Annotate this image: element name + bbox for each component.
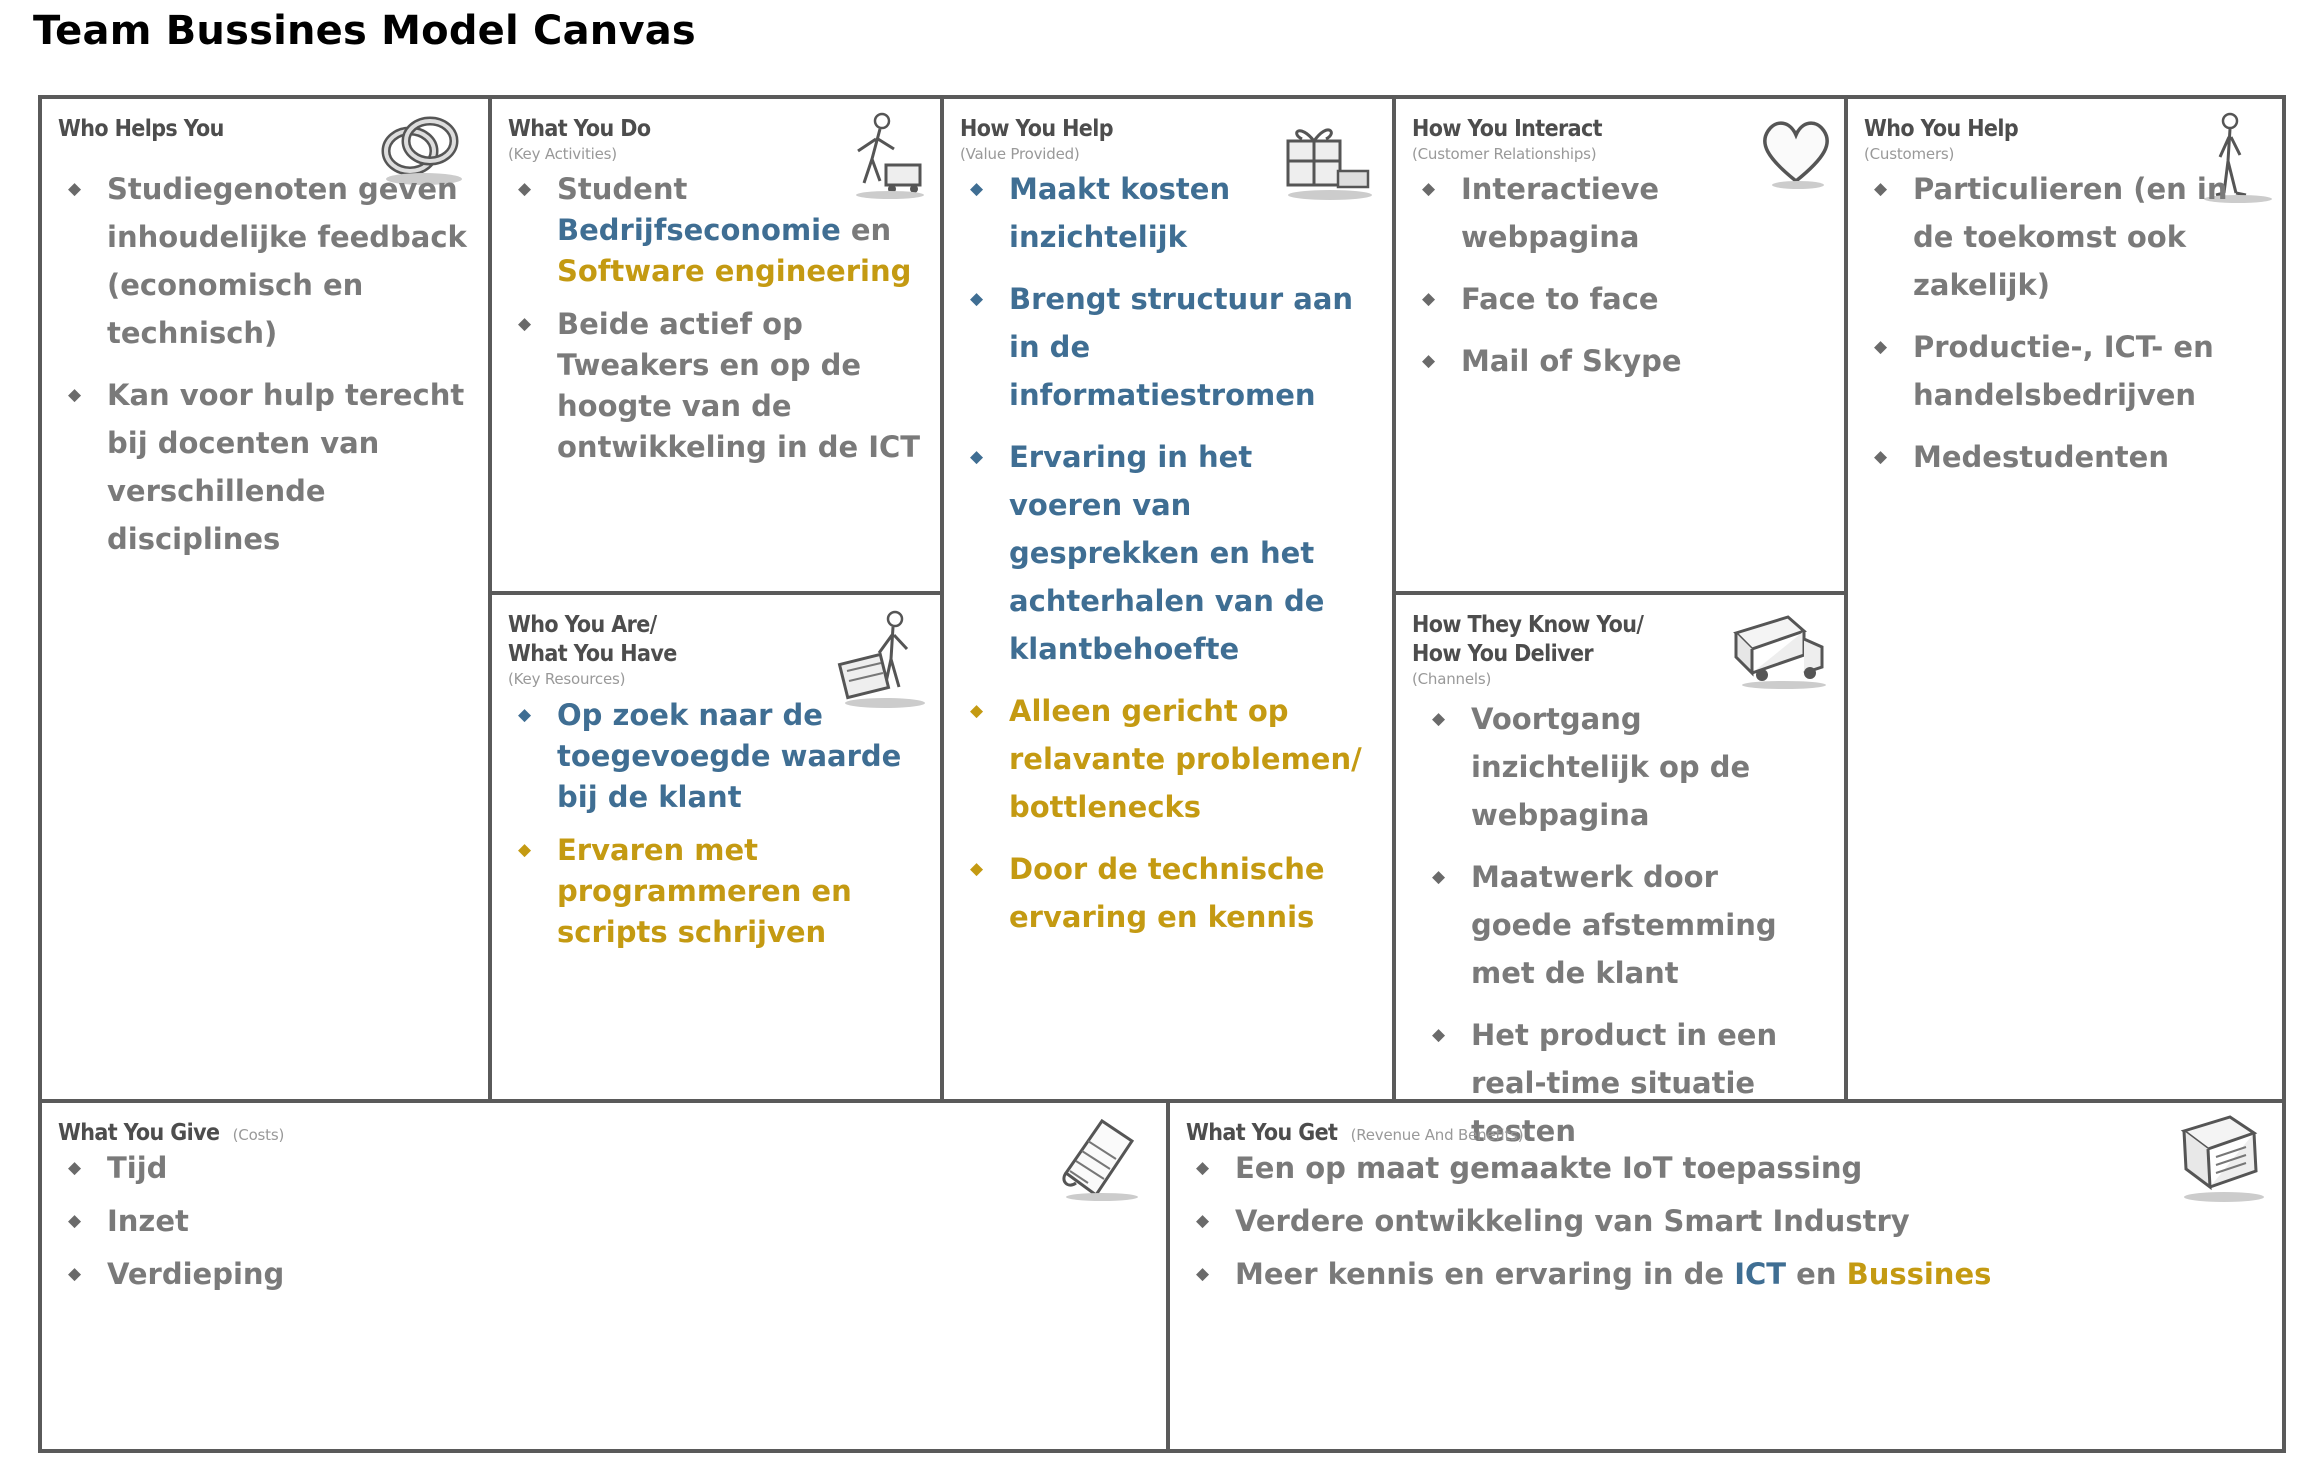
block-heading: What You Give (Costs) [58,1120,285,1146]
diamond-bullet-icon: ◆ [68,1264,82,1284]
heart-icon [1763,121,1829,189]
block-subheading: (Key Resources) [508,670,626,688]
page-title: Team Bussines Model Canvas [33,8,696,54]
block-subheading: (Customers) [1864,145,1955,163]
diamond-bullet-icon: ◆ [518,705,532,725]
block-subheading: (Key Activities) [508,145,617,163]
list-item: ◆Verdere ontwikkeling van Smart Industry [1188,1201,2264,1242]
item-list: ◆Particulieren (en in de toekomst ook za… [1866,165,2264,495]
block-subheading: (Value Provided) [960,145,1080,163]
diamond-bullet-icon: ◆ [1432,1025,1446,1045]
diamond-bullet-icon: ◆ [68,1158,82,1178]
list-item: ◆Kan voor hulp terecht bij docenten van … [60,371,470,563]
diamond-bullet-icon: ◆ [518,314,532,334]
diamond-bullet-icon: ◆ [970,701,984,721]
block-who-helps-you: Who Helps You ◆Studiegenoten geven inhou… [42,99,492,1099]
standing-person-icon [2204,112,2272,203]
block-heading: How You Help [960,116,1114,142]
diamond-bullet-icon: ◆ [68,1211,82,1231]
list-item: ◆Ervaren met programmeren en scripts sch… [510,830,922,953]
diamond-bullet-icon: ◆ [1432,709,1446,729]
block-subheading: (Revenue And Benefits) [1350,1126,1524,1144]
list-item: ◆Medestudenten [1866,433,2264,481]
cash-register-icon [2180,1115,2264,1202]
block-how-they-know-you: How They Know You/How You Deliver (Chann… [1396,595,1848,1148]
list-item: ◆Face to face [1414,275,1826,323]
list-item: ◆Beide actief op Tweakers en op de hoogt… [510,304,922,468]
list-item: ◆Tijd [60,1148,1148,1189]
diamond-bullet-icon: ◆ [1874,179,1888,199]
block-heading: How They Know You/How You Deliver [1412,612,1644,667]
list-item: ◆Het product in een real-time situatie t… [1424,1011,1826,1155]
block-subheading: (Channels) [1412,670,1492,688]
item-list: ◆Voortgang inzichtelijk op de webpagina … [1424,695,1826,1169]
list-item: ◆Door de technische ervaring en kennis [962,845,1374,941]
list-item: ◆Ervaring in het voeren van gesprekken e… [962,433,1374,673]
block-subheading: (Customer Relationships) [1412,145,1597,163]
item-list: ◆Studiegenoten geven inhoudelijke feedba… [60,165,470,577]
block-who-you-help: Who You Help (Customers) ◆Particulieren … [1848,99,2282,1099]
block-subheading: (Costs) [232,1126,285,1144]
list-item: ◆Maatwerk door goede afstemming met de k… [1424,853,1826,997]
business-model-canvas: Who Helps You ◆Studiegenoten geven inhou… [38,95,2286,1453]
diamond-bullet-icon: ◆ [1196,1158,1210,1178]
block-heading: How You Interact [1412,116,1603,142]
diamond-bullet-icon: ◆ [1874,337,1888,357]
list-item: ◆Brengt structuur aan in de informatiest… [962,275,1374,419]
item-list: ◆Tijd ◆Inzet ◆Verdieping [60,1148,1148,1307]
item-list: ◆Op zoek naar de toegevoegde waarde bij … [510,695,922,965]
diamond-bullet-icon: ◆ [68,385,82,405]
item-list: ◆Maakt kosten inzichtelijk ◆Brengt struc… [962,165,1374,955]
diamond-bullet-icon: ◆ [1422,351,1436,371]
diamond-bullet-icon: ◆ [1422,289,1436,309]
diamond-bullet-icon: ◆ [1196,1211,1210,1231]
block-what-you-get: What You Get (Revenue And Benefits) ◆Een… [1170,1099,2282,1449]
item-list: ◆Een op maat gemaakte IoT toepassing ◆Ve… [1188,1148,2264,1307]
rings-icon [381,116,462,185]
block-what-you-give: What You Give (Costs) ◆Tijd ◆Inzet ◆Verd… [42,1099,1170,1449]
list-item: ◆Alleen gericht op relavante problemen/ … [962,687,1374,831]
diamond-bullet-icon: ◆ [1432,867,1446,887]
diamond-bullet-icon: ◆ [970,179,984,199]
diamond-bullet-icon: ◆ [1874,447,1888,467]
list-item: ◆Mail of Skype [1414,337,1826,385]
diamond-bullet-icon: ◆ [68,179,82,199]
list-item: ◆Interactieve webpagina [1414,165,1826,261]
diamond-bullet-icon: ◆ [1196,1264,1210,1284]
list-item: ◆Voortgang inzichtelijk op de webpagina [1424,695,1826,839]
block-heading: Who You Are/What You Have [508,612,677,667]
block-how-you-interact: How You Interact (Customer Relationships… [1396,99,1848,595]
diamond-bullet-icon: ◆ [970,859,984,879]
block-heading: Who You Help [1864,116,2019,142]
person-with-cart-icon [856,112,924,199]
item-list: ◆Interactieve webpagina ◆Face to face ◆M… [1414,165,1826,399]
diamond-bullet-icon: ◆ [1422,179,1436,199]
list-item: ◆Verdieping [60,1254,1148,1295]
diamond-bullet-icon: ◆ [518,840,532,860]
list-item: ◆Een op maat gemaakte IoT toepassing [1188,1148,2264,1189]
diamond-bullet-icon: ◆ [970,447,984,467]
block-who-you-are: Who You Are/What You Have (Key Resources… [492,595,944,1099]
block-how-you-help: How You Help (Value Provided) ◆Maakt kos… [944,99,1396,1099]
receipt-icon [1062,1118,1138,1201]
list-item: ◆Meer kennis en ervaring in de ICT en Bu… [1188,1254,2264,1295]
diamond-bullet-icon: ◆ [970,289,984,309]
gift-icon [1286,128,1372,200]
list-item: ◆Op zoek naar de toegevoegde waarde bij … [510,695,922,818]
block-heading: What You Get (Revenue And Benefits) [1186,1120,1524,1146]
list-item: ◆Particulieren (en in de toekomst ook za… [1866,165,2264,309]
block-heading: Who Helps You [58,116,224,142]
list-item: ◆Maakt kosten inzichtelijk [962,165,1374,261]
person-with-crate-icon [837,610,925,708]
truck-icon [1733,615,1826,689]
list-item: ◆Productie-, ICT- en handelsbedrijven [1866,323,2264,419]
block-heading: What You Do [508,116,651,142]
list-item: ◆Studiegenoten geven inhoudelijke feedba… [60,165,470,357]
list-item: ◆Inzet [60,1201,1148,1242]
diamond-bullet-icon: ◆ [518,179,532,199]
